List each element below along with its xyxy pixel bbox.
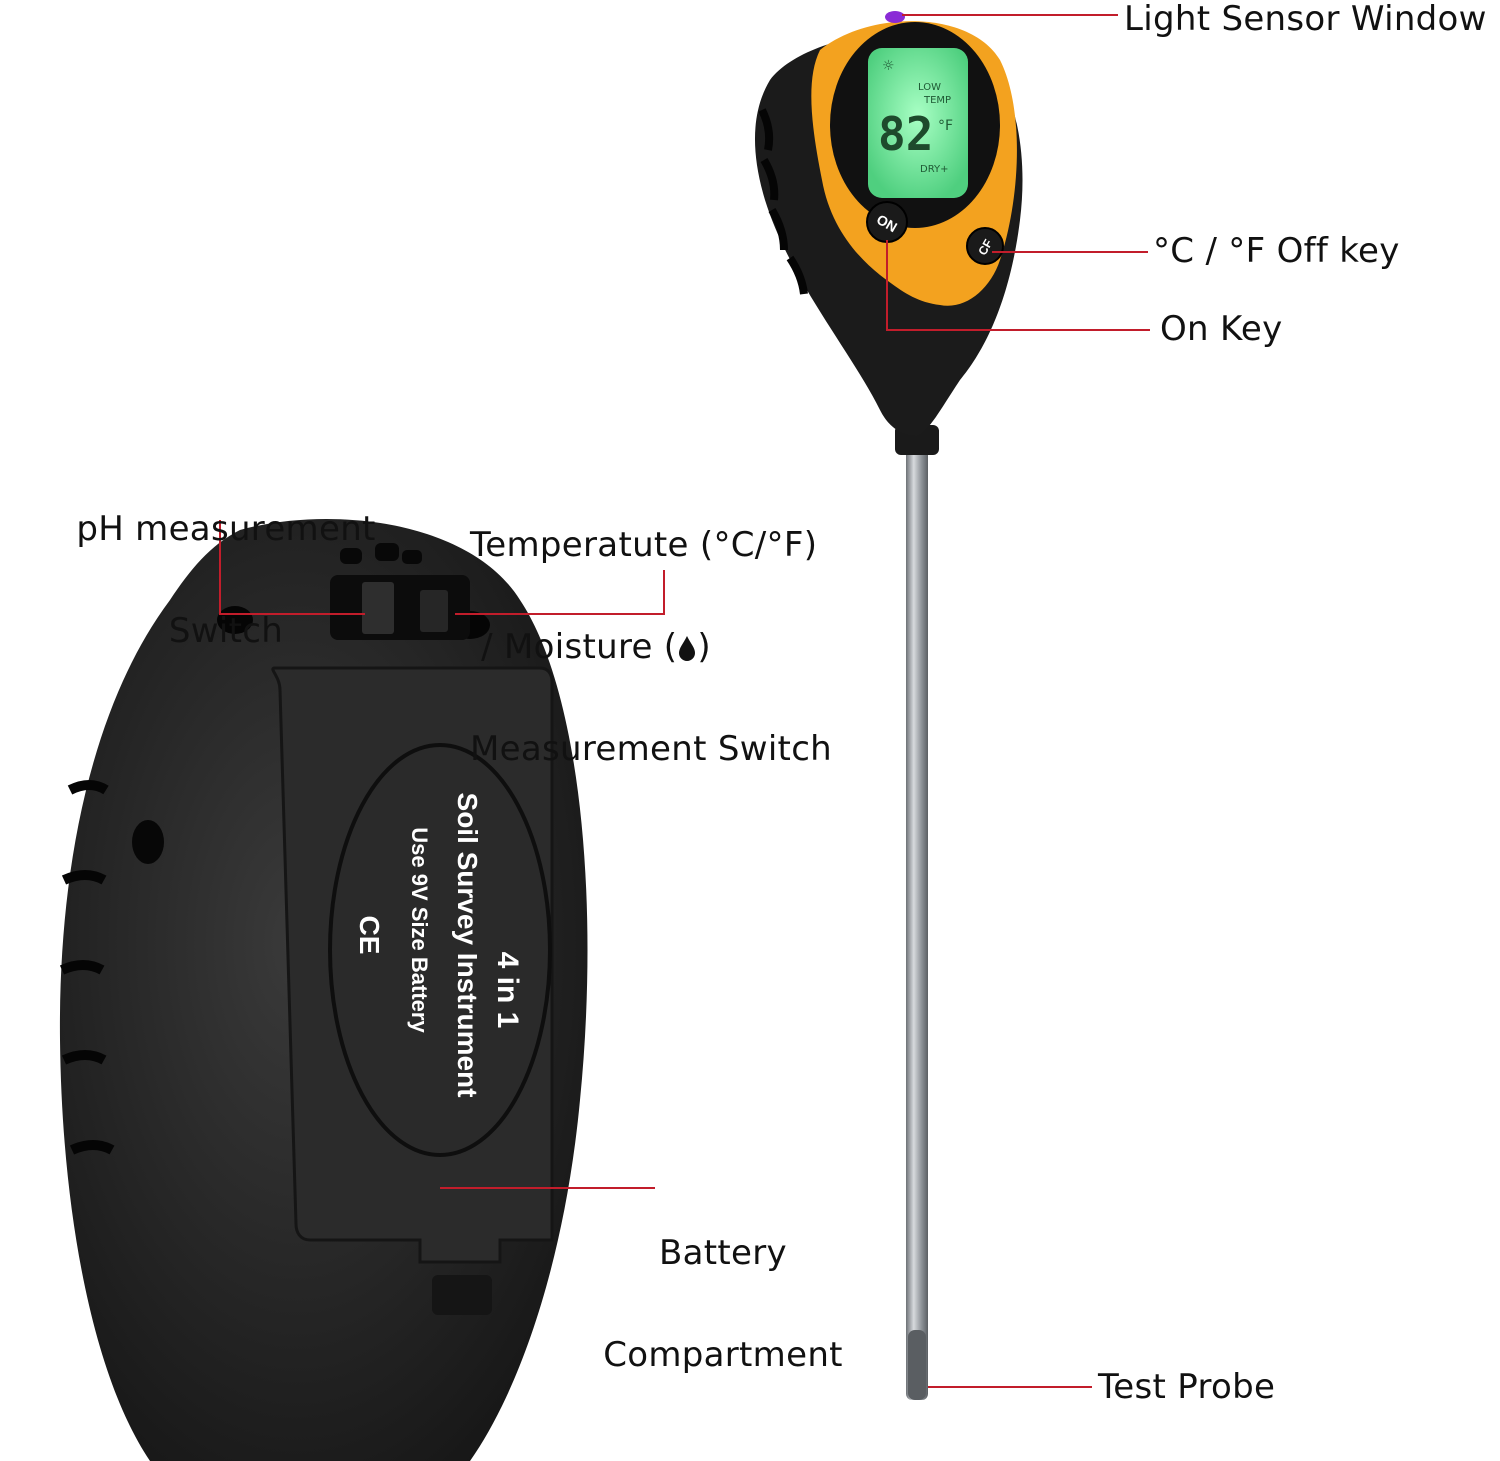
meter-front-view: ☼ LOW TEMP 82 °F DRY+ ON CF — [754, 11, 1023, 1400]
grip-rib — [59, 960, 105, 975]
temp-moisture-label-line-2a: / Moisture ( — [470, 627, 678, 667]
grip-rib — [69, 1140, 115, 1155]
temp-moisture-switch-label: Temperatute (°C/°F) / Moisture () Measur… — [470, 460, 832, 800]
lcd-dry-label: DRY+ — [920, 164, 949, 175]
ph-switch-label-line-2: Switch — [168, 611, 284, 651]
ce-mark: CE — [354, 916, 385, 955]
grip-rib — [758, 108, 774, 151]
test-probe-label: Test Probe — [1098, 1367, 1276, 1407]
back-label-line-1: 4 in 1 — [491, 952, 524, 1029]
back-label-line-2: Soil Survey Instrument — [452, 793, 483, 1098]
lcd-low-label: LOW — [918, 82, 941, 93]
leader-line-ph-switch — [219, 520, 365, 615]
probe-tip — [908, 1330, 926, 1400]
temp-moisture-label-line-2: / Moisture () — [470, 630, 832, 664]
temp-moisture-label-line-2b: ) — [697, 627, 711, 667]
leader-line-temp-moisture — [455, 570, 665, 615]
grip-rib — [768, 207, 788, 251]
back-label-oval — [328, 743, 552, 1157]
grip-rib — [760, 157, 779, 201]
battery-label-line-1: Battery — [659, 1233, 787, 1273]
screw-hole — [132, 820, 164, 864]
lcd-display — [868, 48, 968, 198]
ph-switch-label-line-1: pH measurement — [76, 509, 376, 549]
grip-rib — [61, 1050, 107, 1065]
back-label-text: 4 in 1 Soil Survey Instrument Use 9V Siz… — [354, 793, 524, 1098]
back-vent-slot — [375, 543, 399, 561]
on-key-label: On Key — [1160, 309, 1283, 349]
battery-compartment-label: Battery Compartment — [590, 1168, 856, 1406]
water-drop-icon — [679, 636, 696, 661]
meter-back-view: 4 in 1 Soil Survey Instrument Use 9V Siz… — [59, 518, 588, 1461]
grip-rib — [786, 255, 808, 295]
grip-rib — [61, 870, 107, 885]
back-label-line-3: Use 9V Size Battery — [407, 827, 432, 1033]
ph-switch-label: pH measurement Switch — [66, 444, 386, 682]
battery-latch[interactable] — [432, 1275, 492, 1315]
leader-lines — [219, 14, 1150, 1388]
lcd-reading: 82 — [878, 107, 933, 161]
light-sensor-window — [885, 11, 905, 23]
lcd-temp-label: TEMP — [923, 95, 951, 106]
back-vent-slot — [340, 548, 362, 564]
temp-moisture-switch[interactable] — [420, 590, 448, 632]
sun-icon: ☼ — [882, 58, 895, 74]
light-sensor-window-label: Light Sensor Window — [1124, 0, 1487, 39]
lcd-unit: °F — [938, 118, 953, 134]
battery-label-line-2: Compartment — [603, 1335, 843, 1375]
leader-line-on-key — [886, 240, 1150, 331]
grip-rib — [67, 780, 109, 795]
ph-switch[interactable] — [362, 582, 394, 634]
unit-off-button[interactable] — [966, 227, 1004, 265]
back-vent-slot — [402, 550, 422, 564]
unit-off-button-label: CF — [975, 237, 995, 258]
temp-moisture-label-line-1: Temperatute (°C/°F) — [470, 525, 818, 565]
temp-moisture-label-line-3: Measurement Switch — [470, 729, 833, 769]
unit-off-key-label: °C / °F Off key — [1153, 231, 1400, 271]
test-probe — [906, 445, 928, 1400]
